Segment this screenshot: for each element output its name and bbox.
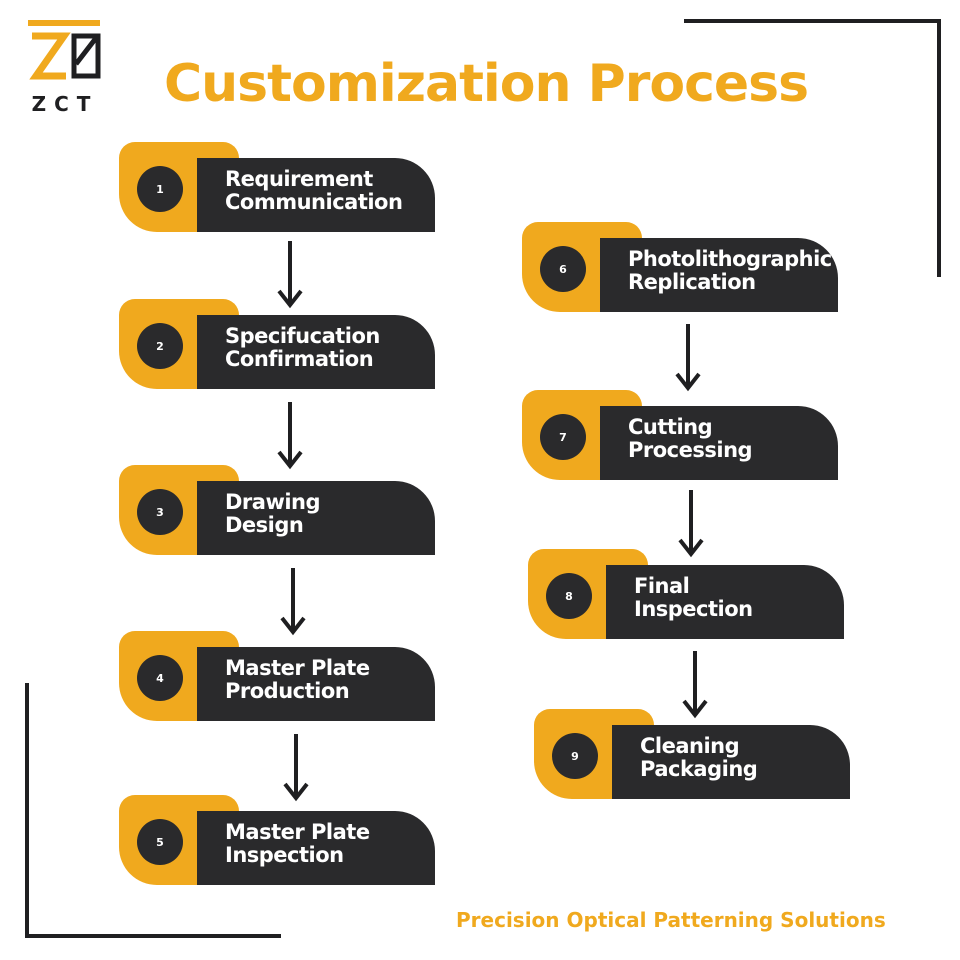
step-pill	[600, 238, 838, 312]
frame-line-bottom-left-vertical	[25, 683, 29, 938]
zct-logo: ZCT	[26, 20, 104, 120]
step-label-line2: Inspection	[225, 843, 344, 867]
step-pill	[197, 481, 435, 555]
step-pill	[600, 406, 838, 480]
down-arrow-icon	[678, 490, 704, 558]
logo-text: ZCT	[31, 92, 99, 116]
step-label: Cleaning Packaging	[640, 735, 846, 781]
step-pill	[197, 158, 435, 232]
step-label-line1: Master Plate	[225, 656, 370, 680]
frame-line-top-right-vertical	[937, 19, 941, 277]
step-label-line1: Cutting	[628, 415, 713, 439]
zct-logo-mark-icon	[28, 20, 101, 80]
process-step-2: 2 Specifucation Confirmation	[119, 299, 435, 389]
step-label-line2: Inspection	[634, 597, 753, 621]
down-arrow-icon	[280, 568, 306, 636]
down-arrow-icon	[682, 651, 708, 719]
step-pill	[612, 725, 850, 799]
step-number-badge: 5	[137, 819, 183, 865]
process-step-3: 3 Drawing Design	[119, 465, 435, 555]
step-pill	[197, 811, 435, 885]
process-step-9: 9 Cleaning Packaging	[534, 709, 850, 799]
process-step-1: 1 Requirement Communication	[119, 142, 435, 232]
step-number-badge: 9	[552, 733, 598, 779]
step-number-badge: 2	[137, 323, 183, 369]
step-label: Master Plate Inspection	[225, 821, 431, 867]
step-label-line1: Master Plate	[225, 820, 370, 844]
process-step-5: 5 Master Plate Inspection	[119, 795, 435, 885]
step-label-line1: Photolithographic	[628, 247, 832, 271]
step-number-badge: 4	[137, 655, 183, 701]
step-pill	[606, 565, 844, 639]
step-label-line2: Design	[225, 513, 304, 537]
step-label: Master Plate Production	[225, 657, 431, 703]
footer-tagline: Precision Optical Patterning Solutions	[456, 908, 886, 932]
step-label-line1: Final	[634, 574, 690, 598]
frame-line-top-right-horizontal	[684, 19, 941, 23]
process-step-4: 4 Master Plate Production	[119, 631, 435, 721]
step-number-badge: 7	[540, 414, 586, 460]
page-title: Customization Process	[164, 54, 809, 114]
process-step-8: 8 Final Inspection	[528, 549, 844, 639]
step-number-badge: 1	[137, 166, 183, 212]
process-step-7: 7 Cutting Processing	[522, 390, 838, 480]
step-label-line1: Requirement	[225, 167, 373, 191]
step-label: Drawing Design	[225, 491, 431, 537]
step-label: Photolithographic Replication	[628, 248, 834, 294]
step-label-line2: Confirmation	[225, 347, 374, 371]
step-pill	[197, 315, 435, 389]
down-arrow-icon	[277, 241, 303, 309]
step-label: Final Inspection	[634, 575, 840, 621]
step-label-line1: Specifucation	[225, 324, 380, 348]
step-label: Specifucation Confirmation	[225, 325, 431, 371]
step-label-line2: Communication	[225, 190, 403, 214]
step-number-badge: 8	[546, 573, 592, 619]
step-label-line1: Drawing	[225, 490, 321, 514]
step-number-badge: 6	[540, 246, 586, 292]
step-label-line2: Processing	[628, 438, 753, 462]
step-pill	[197, 647, 435, 721]
down-arrow-icon	[675, 324, 701, 392]
step-label: Cutting Processing	[628, 416, 834, 462]
down-arrow-icon	[277, 402, 303, 470]
step-label-line1: Cleaning	[640, 734, 740, 758]
process-step-6: 6 Photolithographic Replication	[522, 222, 838, 312]
step-label: Requirement Communication	[225, 168, 431, 214]
frame-line-bottom-left-horizontal	[25, 934, 281, 938]
step-number-badge: 3	[137, 489, 183, 535]
step-label-line2: Production	[225, 679, 350, 703]
step-label-line2: Replication	[628, 270, 756, 294]
step-label-line2: Packaging	[640, 757, 758, 781]
down-arrow-icon	[283, 734, 309, 802]
